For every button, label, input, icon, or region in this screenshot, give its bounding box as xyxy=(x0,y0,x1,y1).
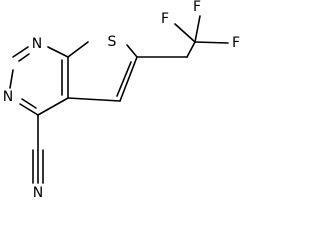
atom-n1: N xyxy=(32,36,42,52)
atom-s: S xyxy=(108,34,117,50)
structure-canvas: N N S N F F F xyxy=(3,0,240,201)
bond-c6-c5-double xyxy=(116,61,132,97)
bond-c4-n3 xyxy=(19,103,39,116)
bond-ch2-cf3 xyxy=(186,41,196,58)
bond-n1-c7a xyxy=(47,46,69,58)
molecule-diagram: N N S N F F F xyxy=(3,0,240,201)
bond-c5-c4a xyxy=(67,97,121,102)
bond-c4-n3-double xyxy=(21,98,37,109)
bond-cf3-f2 xyxy=(194,15,201,43)
bond-n3-c2 xyxy=(9,69,14,89)
atom-f2: F xyxy=(193,0,201,15)
atom-f1: F xyxy=(161,11,169,27)
bond-s-c6 xyxy=(126,44,138,58)
bond-c6-c5 xyxy=(119,56,138,102)
bond-c2-n1 xyxy=(12,46,29,58)
atom-f3: F xyxy=(232,35,240,51)
bond-cf3-f1 xyxy=(174,23,196,43)
bond-cf3-f3 xyxy=(194,41,229,44)
bond-c4a-c4 xyxy=(37,97,69,116)
bond-c2-n1-double xyxy=(18,53,30,62)
bond-c7a-s xyxy=(67,41,89,58)
atom-n-nitrile: N xyxy=(33,185,43,201)
atom-n3: N xyxy=(3,89,13,105)
